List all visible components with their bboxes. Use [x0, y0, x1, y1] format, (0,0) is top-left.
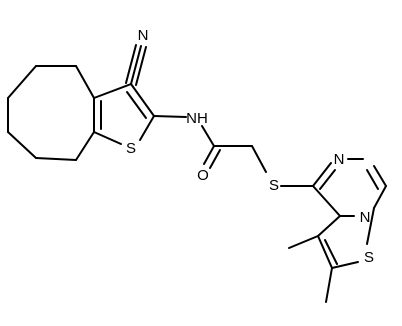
bond-nitrile-triple: [130, 45, 142, 85]
atom-label-thioether-s: S: [269, 177, 279, 194]
bond-ring: [130, 83, 155, 117]
atom-label-pyrimidine-n-bottom: N: [360, 209, 371, 226]
atom-label-amide-nh: NH: [186, 110, 208, 127]
bond-ring-double: [324, 239, 338, 265]
bond-ring: [312, 162, 332, 187]
atom-label-nitrile-n: N: [138, 27, 149, 44]
bond-ring: [75, 65, 95, 99]
bond-methyl: [288, 235, 319, 249]
bond-nitrile-triple: [125, 44, 137, 84]
bond-ring: [366, 207, 375, 245]
bond-chain: [251, 145, 267, 173]
bond-ring: [75, 131, 95, 161]
bond-ring: [312, 185, 341, 217]
bond-ring-double: [366, 169, 379, 190]
bond-chain: [201, 125, 215, 147]
bond-ring: [317, 215, 341, 237]
atom-label-pyrimidine-n-top: N: [334, 151, 345, 168]
bond-carbonyl-double: [203, 145, 215, 165]
atom-label-thiophene-s-left: S: [126, 140, 136, 157]
bond-carbonyl-double: [209, 149, 221, 169]
bond-nitrile-triple: [135, 46, 147, 86]
bond-ring-double: [126, 91, 147, 119]
bond-ring: [93, 131, 122, 145]
bond-ring: [7, 65, 37, 99]
bond-ring: [93, 83, 132, 99]
bond-ring: [35, 157, 77, 161]
bond-chain: [153, 115, 187, 118]
bond-ring: [373, 185, 387, 209]
bond-ring-double: [319, 169, 336, 190]
bond-ring: [331, 261, 359, 269]
bond-ring: [317, 235, 333, 269]
bond-methyl: [325, 267, 333, 303]
bond-layer: [7, 44, 387, 303]
atom-label-carbonyl-o: O: [197, 167, 209, 184]
atom-label-thiophene-s-right: S: [364, 249, 374, 266]
bond-ring: [139, 115, 155, 141]
bond-ring: [7, 131, 37, 159]
atom-label-layer: N S NH O S N N S: [126, 27, 374, 266]
bond-ring: [373, 165, 387, 187]
